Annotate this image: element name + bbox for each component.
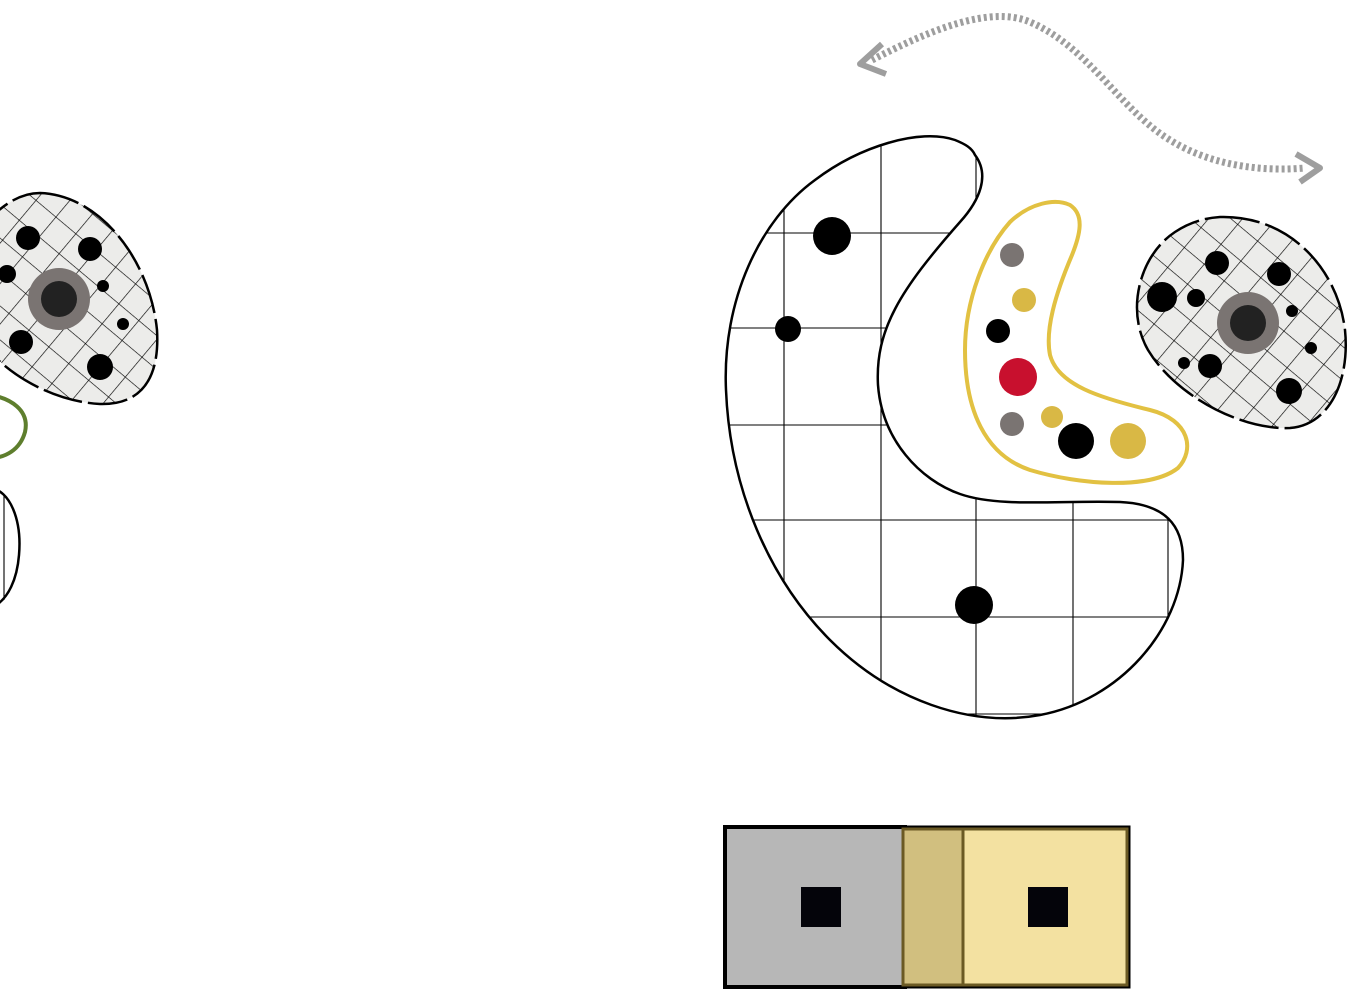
hatched-cell-icon: [1137, 217, 1346, 428]
legend-boxes: [725, 827, 1129, 987]
gold-dot: [1012, 288, 1036, 312]
box-tan: [903, 829, 963, 985]
gold-dot: [1110, 423, 1146, 459]
bean-dot: [775, 316, 801, 342]
square-icon: [801, 887, 841, 927]
red-dot: [999, 358, 1037, 396]
green-loop: [0, 395, 26, 458]
bean-dot: [813, 217, 851, 255]
bean-shape-icon: [0, 488, 19, 606]
square-icon: [1028, 887, 1068, 927]
gray-dot: [1000, 412, 1024, 436]
hatched-cell-icon: [0, 193, 157, 404]
gold-dot: [1041, 406, 1063, 428]
gray-dot: [1000, 243, 1024, 267]
black-dot: [1058, 423, 1094, 459]
bean-dot: [955, 586, 993, 624]
black-dot: [986, 319, 1010, 343]
